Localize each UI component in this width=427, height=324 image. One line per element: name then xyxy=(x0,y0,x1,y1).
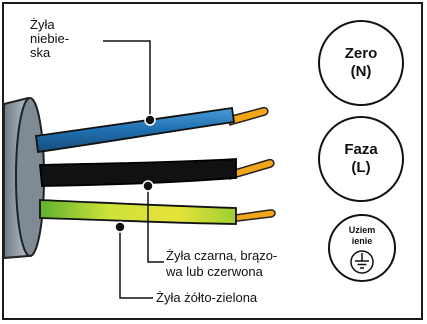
black-wire-label: Żyła czarna, brązo- wa lub czerwona xyxy=(166,248,278,279)
phase-symbol: (L) xyxy=(351,159,371,176)
earth-title-line1: Uziem xyxy=(348,225,376,235)
ground-symbol-icon xyxy=(350,250,374,274)
blue-wire-label: Żyła niebie- ska xyxy=(30,17,70,60)
cable-end xyxy=(15,97,45,257)
neutral-title: Zero xyxy=(344,45,378,62)
green-wire-label: Żyła żółto-zielona xyxy=(156,290,258,305)
yellow-green-wire xyxy=(39,199,237,225)
earth-title-line2: ienie xyxy=(351,236,373,246)
black-wire xyxy=(39,158,237,187)
neutral-circle: Zero (N) xyxy=(318,20,404,106)
earth-circle: Uziem ienie xyxy=(328,214,396,282)
phase-circle: Faza (L) xyxy=(318,116,404,202)
leader-lines xyxy=(103,40,164,299)
neutral-symbol: (N) xyxy=(350,63,372,80)
phase-title: Faza xyxy=(344,141,378,158)
blue-wire xyxy=(34,106,236,154)
copper-tips xyxy=(227,106,276,223)
leader-dots xyxy=(114,114,156,233)
